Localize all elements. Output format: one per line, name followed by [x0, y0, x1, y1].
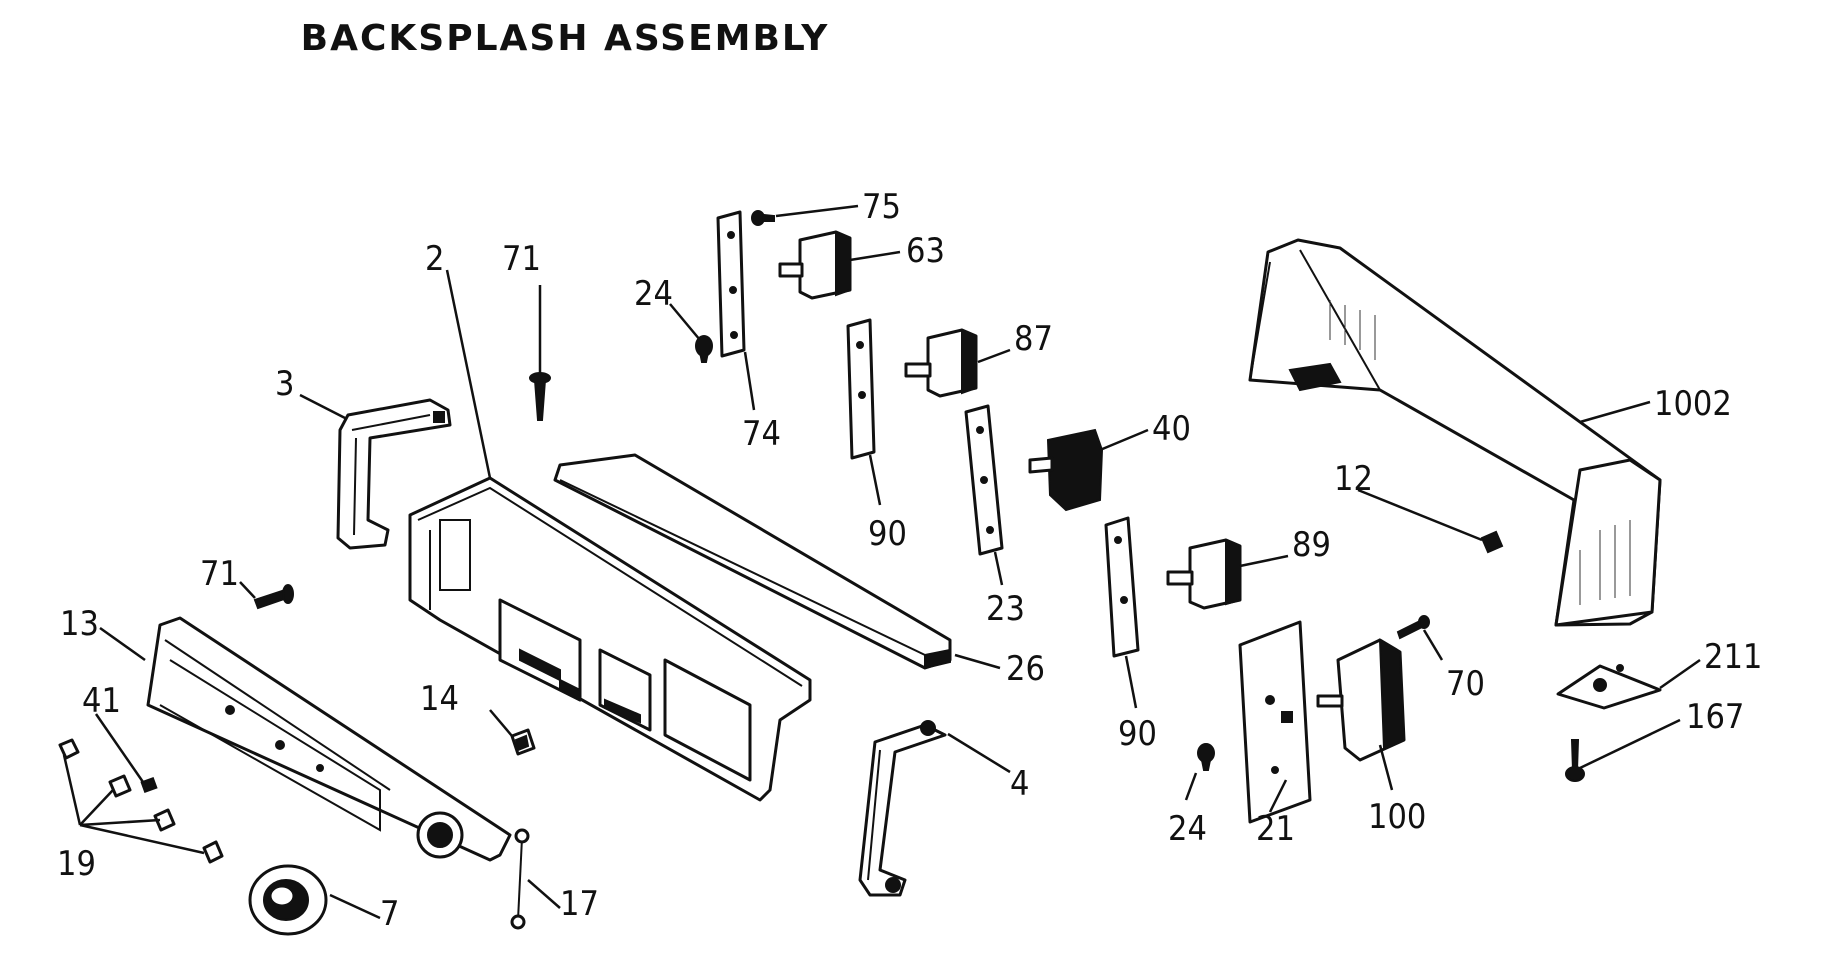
- callout-12: 12: [1334, 459, 1373, 499]
- part-23-mounting-plate[interactable]: [964, 404, 1004, 556]
- callout-74: 74: [742, 414, 781, 454]
- callout-167: 167: [1686, 697, 1744, 737]
- callout-26: 26: [1006, 649, 1045, 689]
- callout-63: 63: [906, 231, 945, 271]
- part-211-bracket[interactable]: [1556, 664, 1662, 710]
- part-26-cover-strip[interactable]: [553, 453, 952, 670]
- callout-19: 19: [57, 844, 96, 884]
- callout-40: 40: [1152, 409, 1191, 449]
- callout-4: 4: [1010, 764, 1029, 804]
- callout-90-upper: 90: [868, 514, 907, 554]
- callout-71-lower: 71: [200, 554, 239, 594]
- callout-100: 100: [1368, 797, 1426, 837]
- part-87-switch[interactable]: [904, 328, 978, 398]
- part-2-backsplash-panel[interactable]: [408, 476, 812, 802]
- callout-90-lower: 90: [1118, 714, 1157, 754]
- diagram-title: BACKSPLASH ASSEMBLY: [300, 18, 830, 59]
- callout-14: 14: [420, 679, 459, 719]
- callout-17: 17: [560, 884, 599, 924]
- callout-23: 23: [986, 589, 1025, 629]
- part-17-rod[interactable]: [510, 828, 530, 930]
- part-4-right-bracket[interactable]: [858, 720, 947, 897]
- callout-labels: 2 3 4 7 12 13 14 17 19 21 23 24 24 26 40…: [57, 187, 1762, 934]
- part-12-clip[interactable]: [1480, 530, 1504, 554]
- part-21-circuit-board[interactable]: [1238, 620, 1312, 824]
- part-7-knob[interactable]: [248, 864, 328, 936]
- part-19-buttons[interactable]: [58, 738, 224, 864]
- part-75-screw[interactable]: [751, 210, 775, 226]
- part-71-screw-left[interactable]: [253, 584, 294, 610]
- part-70-screw[interactable]: [1396, 615, 1430, 640]
- part-24-screw-lower[interactable]: [1197, 743, 1215, 771]
- part-74-mounting-plate[interactable]: [716, 210, 746, 358]
- part-100-timer[interactable]: [1316, 638, 1406, 762]
- callout-1002: 1002: [1654, 384, 1732, 424]
- part-24-screw-upper[interactable]: [695, 335, 713, 363]
- part-41-button[interactable]: [140, 776, 158, 794]
- callout-24-lower: 24: [1168, 809, 1207, 849]
- callout-13: 13: [60, 604, 99, 644]
- callout-24-upper: 24: [634, 274, 673, 314]
- part-89-switch[interactable]: [1166, 538, 1242, 610]
- callout-2: 2: [425, 239, 444, 279]
- callout-3: 3: [275, 364, 294, 404]
- callout-21: 21: [1256, 809, 1295, 849]
- callout-89: 89: [1292, 525, 1331, 565]
- part-90-mounting-plate-upper[interactable]: [846, 318, 876, 460]
- part-40-component[interactable]: [1028, 428, 1104, 512]
- callout-41: 41: [82, 681, 121, 721]
- callout-71-upper: 71: [502, 239, 541, 279]
- housing-shading: [1329, 300, 1631, 605]
- part-3-left-bracket[interactable]: [336, 398, 452, 550]
- leader-lines: [62, 204, 1701, 920]
- part-90-mounting-plate-lower[interactable]: [1104, 516, 1140, 658]
- callout-211: 211: [1704, 637, 1762, 677]
- part-71-screw-top[interactable]: [529, 372, 551, 421]
- part-63-switch[interactable]: [778, 230, 852, 300]
- part-13-control-panel[interactable]: [146, 616, 512, 862]
- callout-87: 87: [1014, 319, 1053, 359]
- part-14-clip[interactable]: [510, 728, 536, 756]
- part-1002-housing[interactable]: [1248, 238, 1662, 627]
- part-167-screw[interactable]: [1565, 739, 1585, 782]
- callout-7: 7: [380, 894, 399, 934]
- callout-70: 70: [1446, 664, 1485, 704]
- callout-75: 75: [862, 187, 901, 227]
